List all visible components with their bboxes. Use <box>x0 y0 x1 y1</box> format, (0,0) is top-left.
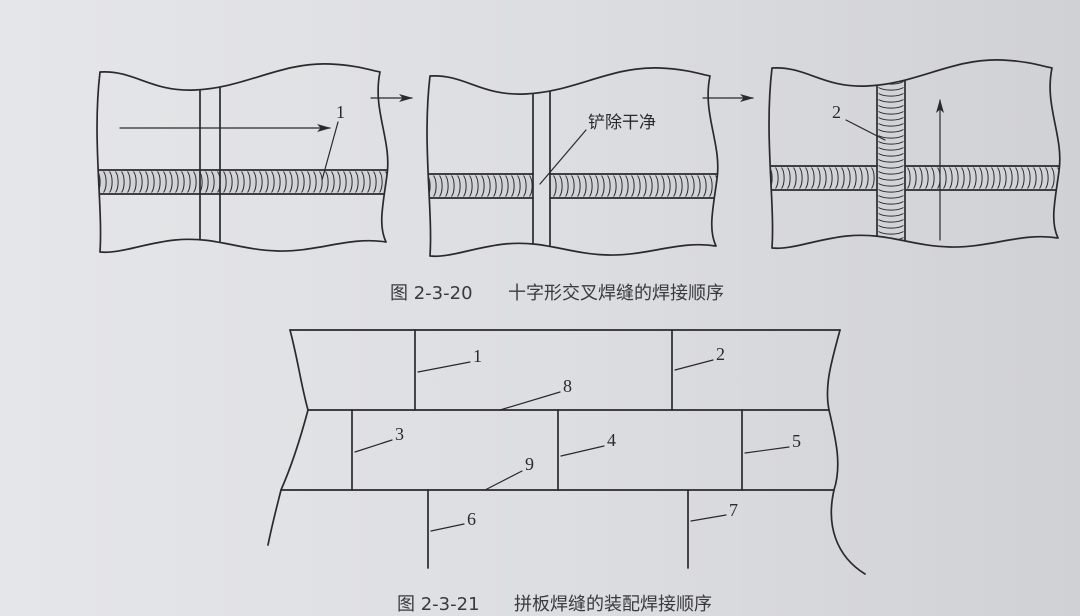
figure-2-3-20: 1 铲除干净 <box>96 59 1061 304</box>
seam-4-label: 4 <box>607 430 616 450</box>
horizontal-weld-bead-right <box>905 166 1060 190</box>
seam-6-leader <box>430 523 465 532</box>
horizontal-weld-bead-right <box>550 174 718 198</box>
plate-outline <box>426 67 719 258</box>
figure-number: 图 2-3-20 <box>390 283 473 304</box>
seam-1-leader <box>417 361 471 373</box>
seam-3-leader <box>354 439 393 453</box>
seam-9-label: 9 <box>525 454 534 474</box>
seam-1-label: 1 <box>473 346 482 366</box>
horizontal-weld-bead-left <box>427 174 533 198</box>
plate-right-edge <box>826 329 866 575</box>
plate-outline <box>768 59 1061 250</box>
horizontal-weld-bead-left <box>769 166 877 190</box>
seam-2-leader <box>674 359 714 371</box>
seam-5-label: 5 <box>792 431 801 451</box>
seam-4-leader <box>560 445 605 457</box>
label-1-leader <box>321 121 339 181</box>
plate-outline <box>96 63 389 254</box>
panel-1-cross-weld: 1 <box>96 63 389 254</box>
gouge-label-leader <box>539 129 587 185</box>
seam-3-label: 3 <box>395 424 404 444</box>
seam-8-label: 8 <box>563 376 572 396</box>
figure-number: 图 2-3-21 <box>397 594 480 615</box>
vertical-weld-bead <box>877 59 905 249</box>
label-2-leader <box>845 119 886 141</box>
seam-2-label: 2 <box>716 344 725 364</box>
panel-2-gouged: 铲除干净 <box>426 67 719 258</box>
gouge-label: 铲除干净 <box>588 113 656 133</box>
seam-9-leader <box>484 470 523 491</box>
seam-5-leader <box>744 446 790 454</box>
figure-title: 拼板焊缝的装配焊接顺序 <box>514 594 712 615</box>
plate-left-edge <box>267 329 309 546</box>
horizontal-weld-bead <box>97 170 388 194</box>
panel-3-vertical-weld: 2 <box>768 59 1061 250</box>
seam-6-label: 6 <box>467 509 476 529</box>
seam-7-leader <box>690 514 727 522</box>
figure-2-3-21: 1 2 8 3 4 5 9 6 7 图 2-3-21 拼板焊缝的装配焊接顺序 <box>267 329 866 615</box>
seam-8-leader <box>499 391 561 411</box>
label-1: 1 <box>336 102 345 122</box>
figure-title: 十字形交叉焊缝的焊接顺序 <box>508 283 724 304</box>
seam-7-label: 7 <box>729 500 738 520</box>
label-2: 2 <box>832 102 841 122</box>
